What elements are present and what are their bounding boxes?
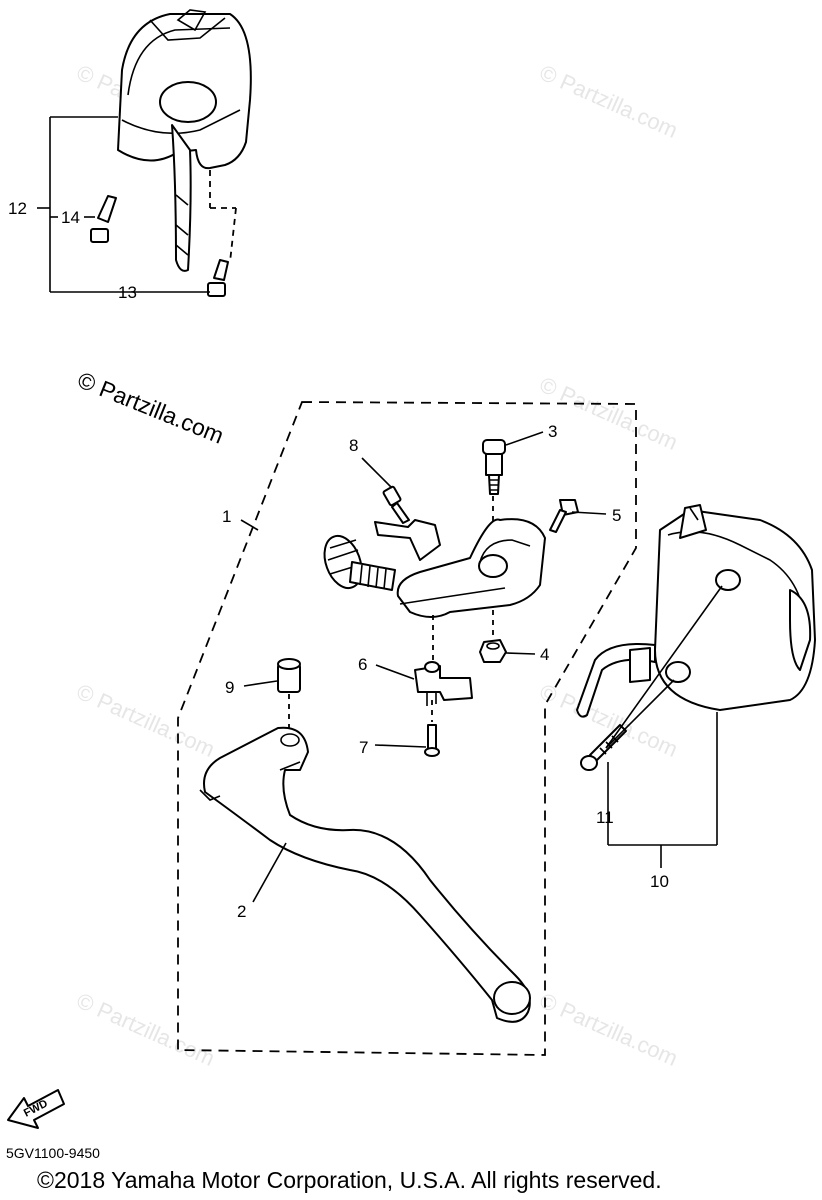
callout-12: 12 [8, 199, 27, 218]
nut-4 [479, 639, 507, 663]
handlebar-switch [90, 9, 252, 297]
watermark-faint: © Partzilla.com [536, 988, 682, 1071]
switch-callout-lines [37, 116, 237, 293]
watermark-faint: © Partzilla.com [73, 988, 219, 1071]
screw-8 [382, 485, 410, 524]
callout-5: 5 [612, 506, 621, 525]
collar-9 [277, 658, 301, 693]
bolt-5 [549, 499, 579, 533]
screw-7 [424, 724, 440, 757]
watermark-faint: © Partzilla.com [536, 60, 682, 143]
watermark-main: © Partzilla.com [74, 367, 227, 449]
callout-14: 14 [61, 208, 80, 227]
callout-13: 13 [118, 283, 137, 302]
callout-8: 8 [349, 436, 358, 455]
callout-1: 1 [222, 507, 231, 526]
callout-9: 9 [225, 678, 234, 697]
switch-housing-10 [576, 504, 816, 718]
callout-4: 4 [540, 645, 549, 664]
lever-assembly-boundary [177, 401, 637, 1056]
callout-11: 11 [596, 808, 614, 827]
callout-2: 2 [237, 902, 246, 921]
watermark-faint: © Partzilla.com [73, 679, 219, 762]
fwd-arrow: FWD [7, 1089, 65, 1129]
copyright-notice: ©2018 Yamaha Motor Corporation, U.S.A. A… [37, 1167, 662, 1193]
brake-lever [199, 726, 531, 1023]
callout-leaders [240, 431, 723, 903]
diagram-code: 5GV1100-9450 [6, 1145, 100, 1161]
lever-bracket [323, 518, 546, 618]
callout-6: 6 [358, 655, 367, 674]
screw-11 [580, 724, 627, 771]
callout-7: 7 [359, 738, 368, 757]
watermark-faint: © Partzilla.com [536, 372, 682, 455]
callout-numbers: 1 2 3 4 5 6 7 8 9 10 11 12 13 14 [8, 199, 669, 921]
callout-10: 10 [650, 872, 669, 891]
bolt-3 [482, 439, 506, 495]
switch-6 [414, 661, 473, 706]
callout-3: 3 [548, 422, 557, 441]
watermark-faint-group: © Partzilla.com © Partzilla.com © Partzi… [73, 60, 682, 1071]
